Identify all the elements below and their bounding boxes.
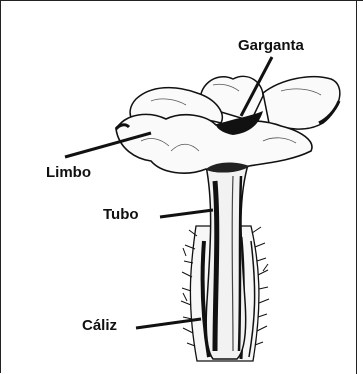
- leader-line-tubo: [160, 210, 213, 217]
- label-tubo: Tubo: [103, 207, 139, 222]
- label-limbo: Limbo: [46, 165, 91, 180]
- label-caliz: Cáliz: [82, 318, 117, 333]
- tube-drawing: [206, 161, 249, 359]
- limb-drawing: [116, 76, 340, 173]
- label-garganta: Garganta: [238, 38, 304, 53]
